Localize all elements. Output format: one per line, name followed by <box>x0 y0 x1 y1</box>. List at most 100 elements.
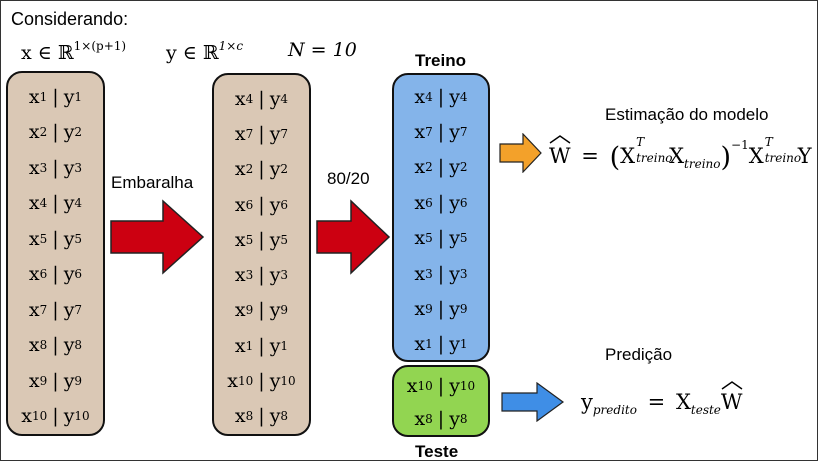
pair-separator: | <box>258 370 265 393</box>
x-symbol: X <box>675 390 691 414</box>
x-symbol: x <box>414 262 426 285</box>
x-symbol: x <box>414 191 426 214</box>
x-symbol: x <box>234 193 246 216</box>
x-symbol: x <box>28 156 40 179</box>
estimation-label: Estimação do modelo <box>605 105 769 124</box>
y-index: 10 <box>74 409 90 424</box>
train-title: Treino <box>415 51 467 70</box>
arrow-right-icon <box>110 199 205 275</box>
x-index: 2 <box>425 160 433 175</box>
x-index: 3 <box>39 160 48 175</box>
y-symbol: y <box>449 85 460 108</box>
y-symbol: y <box>269 405 281 428</box>
x-index: 5 <box>245 232 254 247</box>
y-index: 10 <box>280 374 296 389</box>
y-symbol: y <box>269 264 281 287</box>
y-symbol: y <box>449 262 460 285</box>
y-index: 6 <box>459 195 468 210</box>
x-symbol: x <box>21 405 32 428</box>
arrow-right-icon <box>501 382 565 422</box>
y-symbol: y <box>449 407 460 430</box>
x-symbol: x <box>28 263 40 286</box>
train-sub: treino <box>684 157 721 172</box>
x-symbol: x <box>227 370 238 393</box>
w-hat: W <box>721 381 743 414</box>
y-symbol: y <box>63 85 75 108</box>
y-index: 8 <box>459 411 468 426</box>
x-index: 7 <box>39 302 48 317</box>
pair-separator: | <box>258 299 265 322</box>
y-symbol: y <box>269 87 281 110</box>
y-symbol: y <box>269 228 281 251</box>
y-index: 7 <box>280 126 289 141</box>
x-symbol: x <box>28 192 40 215</box>
x-definition: x ∈ ℝ1×(p+1) <box>21 39 126 64</box>
split-label: 80/20 <box>327 169 370 188</box>
pair-separator: | <box>437 85 445 108</box>
x-index: 5 <box>425 231 433 246</box>
y-symbol: y <box>63 405 75 428</box>
y-symbol: y <box>63 298 75 321</box>
test-sub: teste <box>690 403 721 418</box>
y-index: 9 <box>74 373 83 388</box>
train-sub: treino <box>636 151 673 165</box>
x-symbol: x <box>234 228 246 251</box>
y-dimension: 1×c <box>218 39 244 53</box>
transpose-sup: T <box>636 135 645 149</box>
pair-separator: | <box>52 334 59 357</box>
test-title: Teste <box>415 442 459 461</box>
x-index: 1 <box>245 338 254 353</box>
y-symbol: y <box>449 121 460 144</box>
pair-separator: | <box>52 156 59 179</box>
hat-icon <box>549 135 571 144</box>
pair-separator: | <box>52 192 59 215</box>
x-index: 10 <box>32 409 48 424</box>
x-index: 9 <box>39 373 48 388</box>
y-index: 1 <box>74 89 83 104</box>
pair-separator: | <box>258 122 265 145</box>
y-index: 8 <box>74 338 83 353</box>
pair-separator: | <box>437 156 445 179</box>
x-train: Xtreino <box>669 144 721 172</box>
x-dimension: 1×(p+1) <box>73 39 127 53</box>
y-pred: ypredito <box>581 390 637 418</box>
prediction-label: Predição <box>605 345 673 364</box>
y-index: 3 <box>74 160 83 175</box>
x-index: 4 <box>245 91 254 106</box>
header-title: Considerando: <box>11 9 129 29</box>
x-symbol: x <box>28 227 40 250</box>
y-symbol: y <box>449 156 460 179</box>
w-hat-chevron <box>549 135 571 144</box>
x-symbol: x <box>414 297 426 320</box>
x-index: 10 <box>238 374 254 389</box>
x-symbol: x <box>234 158 246 181</box>
prediction-arrow-shape <box>501 382 565 422</box>
pair-separator: | <box>437 333 445 356</box>
x-index: 6 <box>425 195 433 210</box>
x-test: Xteste <box>675 390 721 418</box>
x-symbol: X <box>669 144 685 168</box>
pred-sub: predito <box>592 403 637 418</box>
y-symbol: y <box>63 192 75 215</box>
x-symbol: x <box>234 264 246 287</box>
y-index: 10 <box>459 378 476 393</box>
pair-separator: | <box>258 158 265 181</box>
y-symbol: y <box>63 227 75 250</box>
pair-separator: | <box>52 405 59 428</box>
